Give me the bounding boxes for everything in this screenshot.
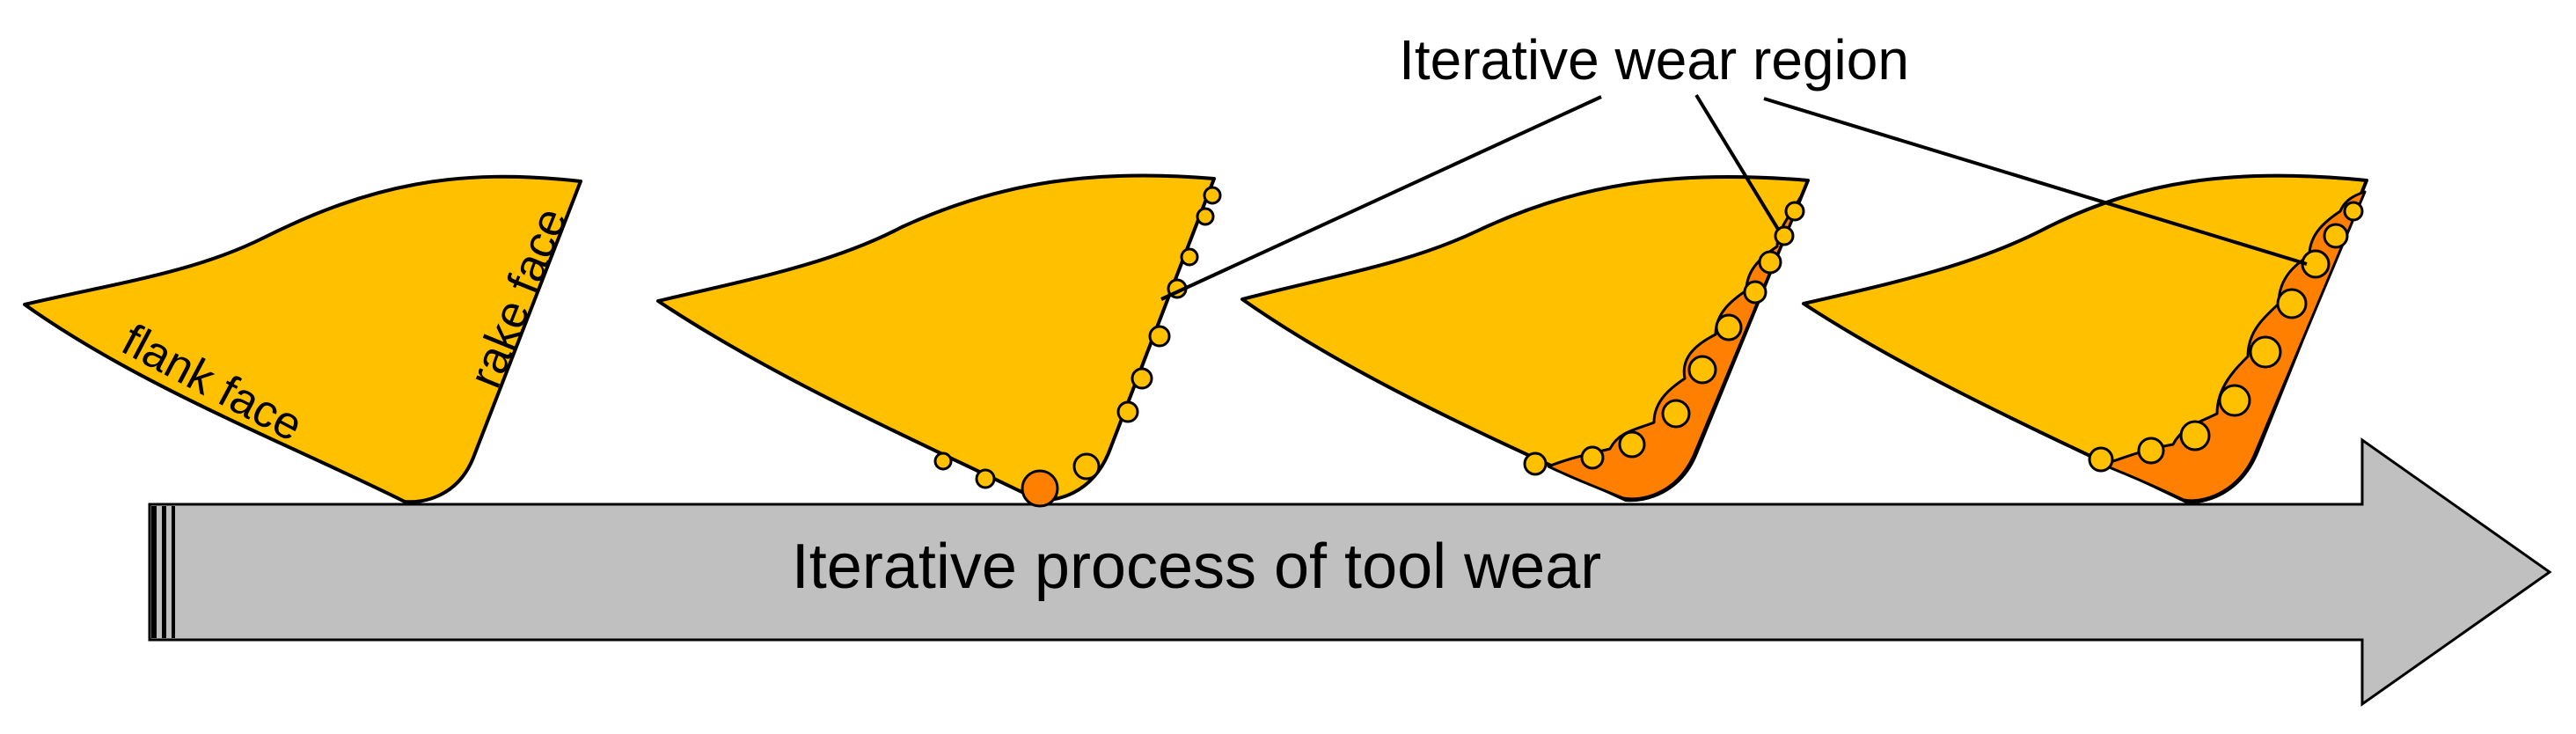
wear-spot bbox=[1743, 280, 1767, 305]
arrow-tail-stripe bbox=[151, 506, 157, 638]
arrow-tail-stripe bbox=[172, 506, 175, 638]
wear-region-callout: Iterative wear region bbox=[1160, 28, 2308, 301]
wear-spot bbox=[1661, 399, 1691, 429]
leader-line bbox=[1160, 95, 1602, 301]
wear-spot bbox=[2323, 223, 2349, 249]
wear-spot bbox=[1180, 247, 1199, 267]
wear-spot bbox=[2088, 446, 2114, 473]
wear-spot bbox=[1580, 445, 1605, 470]
wear-spot bbox=[1072, 452, 1101, 481]
wear-spot bbox=[1021, 469, 1059, 508]
process-arrow: Iterative process of tool wear bbox=[148, 437, 2552, 707]
arrow-tail-stripe bbox=[162, 506, 166, 638]
wear-region bbox=[1547, 190, 1805, 501]
callout-label: Iterative wear region bbox=[1399, 28, 1909, 92]
tool-stage-2 bbox=[656, 173, 1222, 508]
wear-spot bbox=[1523, 451, 1548, 476]
wear-spot bbox=[1774, 225, 1795, 246]
wear-spot bbox=[1784, 201, 1805, 222]
wear-spot bbox=[1758, 250, 1782, 275]
tool-stage-4 bbox=[1802, 173, 2368, 504]
wear-spot bbox=[2218, 384, 2251, 417]
arrow-label: Iterative process of tool wear bbox=[792, 532, 1601, 602]
tool-icon bbox=[23, 174, 582, 504]
wear-spot bbox=[1196, 207, 1215, 226]
tool-stage-3 bbox=[1240, 174, 1810, 503]
wear-spot bbox=[1131, 367, 1153, 390]
arrow-icon bbox=[148, 437, 2552, 707]
wear-spot bbox=[975, 468, 996, 489]
wear-spot bbox=[1618, 430, 1646, 459]
wear-spot bbox=[1116, 400, 1139, 423]
wear-spot bbox=[2137, 437, 2165, 465]
wear-spot bbox=[2276, 288, 2308, 319]
wear-spot bbox=[2343, 201, 2364, 222]
leader-line bbox=[1694, 93, 1781, 232]
tool-icon bbox=[656, 173, 1216, 503]
tool-stage-1: flank face rake face bbox=[23, 174, 582, 504]
wear-spot bbox=[1687, 355, 1717, 385]
wear-spot bbox=[2249, 335, 2282, 369]
wear-spot bbox=[2179, 420, 2211, 451]
wear-spot bbox=[1715, 313, 1743, 341]
leader-line bbox=[1763, 97, 2308, 266]
wear-spot bbox=[1148, 325, 1171, 348]
wear-spot bbox=[1203, 186, 1222, 205]
wear-region bbox=[2101, 190, 2367, 503]
wear-spot bbox=[933, 451, 953, 471]
